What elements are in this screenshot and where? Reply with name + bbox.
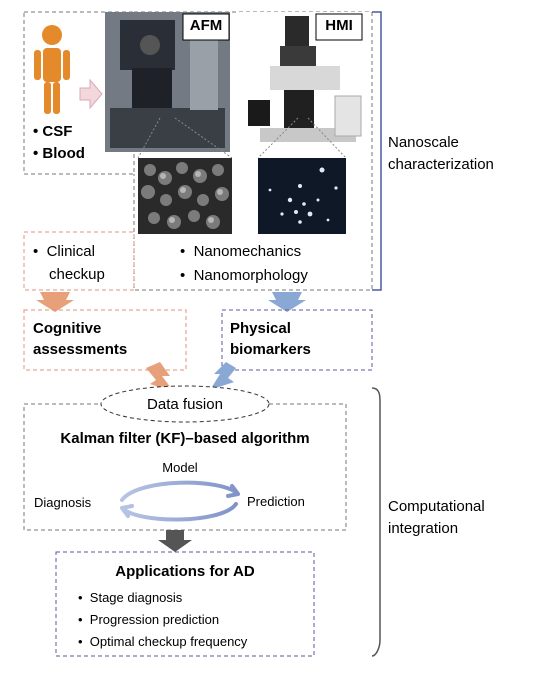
algorithm-title: Kalman filter (KF)–based algorithm: [60, 430, 310, 447]
model-label: Model: [162, 460, 198, 475]
computational-label: Computational integration: [388, 496, 485, 540]
applications-box: [55, 551, 315, 657]
application-item: • Progression prediction: [78, 612, 220, 627]
arrow-algorithm-to-applications: [158, 530, 192, 552]
cognitive-line: assessments: [33, 341, 128, 358]
applications-list: • Stage diagnosis • Progression predicti…: [78, 587, 247, 653]
cognitive-box: [23, 309, 187, 371]
computational-label-line: Computational: [388, 498, 485, 515]
physical-line: biomarkers: [230, 341, 311, 358]
application-item-label: Stage diagnosis: [89, 590, 183, 605]
clinical-word: Clinical: [46, 243, 95, 260]
clinical-line-1: • Clinical: [33, 243, 95, 260]
afm-label: AFM: [189, 17, 223, 34]
diagnosis-label: Diagnosis: [34, 495, 92, 510]
applications-title: Applications for AD: [115, 563, 255, 580]
afm-label-bg: [182, 13, 230, 41]
sample-item-label: CSF: [42, 123, 73, 140]
sample-item-label: Blood: [42, 145, 85, 162]
arrow-clinical-to-cognitive: [36, 292, 74, 312]
nano-item-label: Nanomorphology: [193, 267, 308, 284]
application-item: • Stage diagnosis: [78, 590, 183, 605]
kf-cycle-icon: [120, 480, 240, 522]
physical-biomarkers-text: Physical biomarkers: [230, 318, 311, 360]
nanoscale-bracket: [372, 11, 382, 291]
data-fusion-ellipse: [100, 385, 270, 423]
application-item-label: Optimal checkup frequency: [89, 634, 248, 649]
nano-item-morphology: • Nanomorphology: [180, 267, 308, 284]
computational-label-line: integration: [388, 520, 459, 537]
arrow-cognitive-to-fusion: [146, 362, 174, 392]
sample-arrow-icon: [79, 78, 103, 110]
afm-topography-image: [138, 158, 232, 234]
hmi-photo: [238, 12, 370, 152]
clinical-line-2: checkup: [49, 266, 105, 283]
nano-item-mechanics: • Nanomechanics: [180, 243, 302, 260]
nano-list: • Nanomechanics • Nanomorphology: [180, 240, 308, 288]
nano-item-label: Nanomechanics: [193, 243, 302, 260]
arrow-nano-to-physical: [268, 292, 306, 312]
nanoscale-label: Nanoscale characterization: [388, 132, 494, 176]
cognitive-line: Cognitive: [33, 320, 102, 337]
hmi-label-bg: [315, 13, 363, 41]
prediction-label: Prediction: [247, 494, 305, 509]
hmi-label: HMI: [325, 17, 353, 34]
arrow-physical-to-fusion: [210, 362, 236, 390]
application-item-label: Progression prediction: [89, 612, 220, 627]
application-item: • Optimal checkup frequency: [78, 634, 248, 649]
sample-item-blood: • Blood: [33, 145, 85, 162]
computational-bracket: [371, 387, 381, 657]
human-body-icon: [34, 25, 70, 114]
physical-line: Physical: [230, 320, 291, 337]
sample-item-csf: • CSF: [33, 123, 73, 140]
sample-list: • CSF • Blood: [33, 121, 85, 165]
hmi-fluorescence-image: [258, 158, 346, 234]
cognitive-assessments-text: Cognitive assessments: [33, 318, 127, 360]
nanoscale-label-line: characterization: [388, 156, 494, 173]
nanoscale-label-line: Nanoscale: [388, 134, 459, 151]
zoom-lines: [137, 117, 347, 159]
data-fusion-label: Data fusion: [147, 396, 223, 413]
clinical-checkup-text: • Clinical checkup: [33, 240, 105, 286]
